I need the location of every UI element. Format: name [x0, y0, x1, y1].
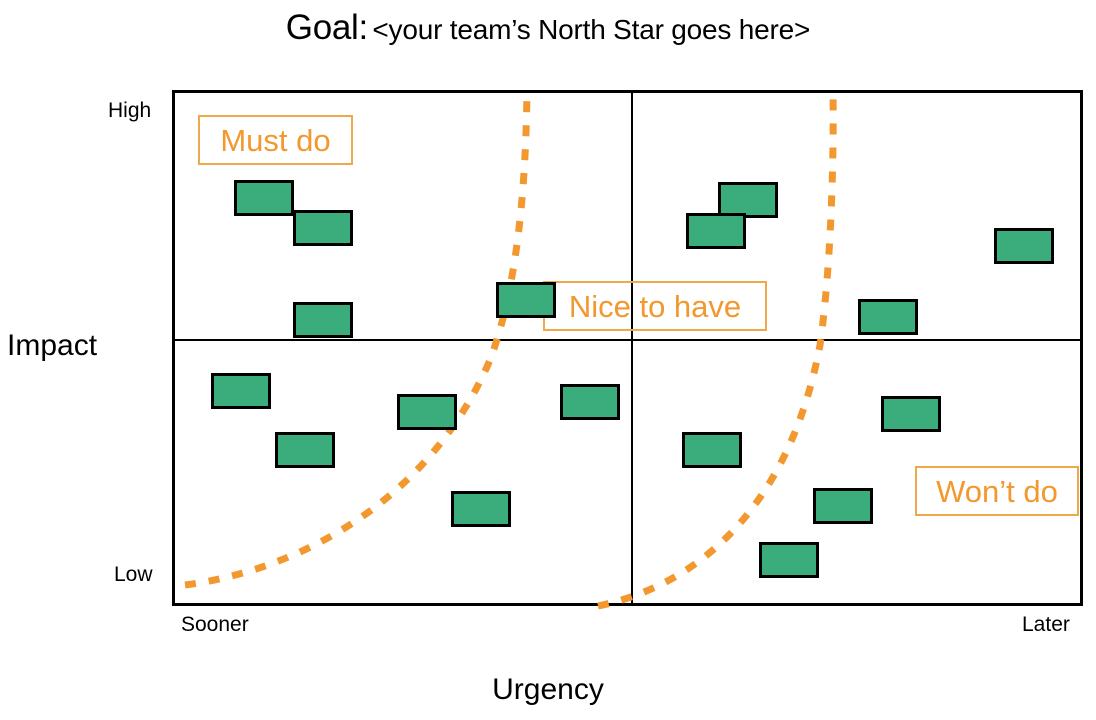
quadrant-divider-horizontal — [175, 339, 1080, 341]
item-card[interactable] — [881, 396, 941, 432]
item-card[interactable] — [813, 488, 873, 524]
x-axis-tick-later: Later — [1022, 613, 1070, 636]
plot-area — [172, 90, 1083, 606]
item-card[interactable] — [994, 228, 1054, 264]
item-card[interactable] — [759, 542, 819, 578]
page-title: Goal: <your team’s North Star goes here> — [0, 8, 1096, 48]
quadrant-tag-wont-do[interactable]: Won’t do — [915, 466, 1079, 516]
quadrant-divider-vertical — [631, 93, 633, 603]
item-card[interactable] — [686, 213, 746, 249]
item-card[interactable] — [293, 210, 353, 246]
item-card[interactable] — [234, 180, 294, 216]
item-card[interactable] — [211, 373, 271, 409]
x-axis-label: Urgency — [492, 673, 604, 706]
item-card[interactable] — [275, 432, 335, 468]
item-card[interactable] — [682, 432, 742, 468]
item-card[interactable] — [397, 394, 457, 430]
item-card[interactable] — [496, 282, 556, 318]
page-title-prefix: Goal: — [285, 8, 368, 47]
quadrant-tag-must-do[interactable]: Must do — [198, 115, 353, 165]
item-card[interactable] — [718, 182, 778, 218]
item-card[interactable] — [451, 491, 511, 527]
y-axis-tick-low: Low — [114, 563, 153, 586]
quadrant-tag-nice-to-have[interactable]: Nice to have — [543, 281, 767, 331]
item-card[interactable] — [293, 302, 353, 338]
item-card[interactable] — [858, 299, 918, 335]
item-card[interactable] — [560, 384, 620, 420]
page-title-rest: <your team’s North Star goes here> — [372, 14, 811, 45]
y-axis-label: Impact — [7, 329, 98, 362]
x-axis-tick-sooner: Sooner — [181, 613, 249, 636]
y-axis-tick-high: High — [108, 99, 152, 122]
